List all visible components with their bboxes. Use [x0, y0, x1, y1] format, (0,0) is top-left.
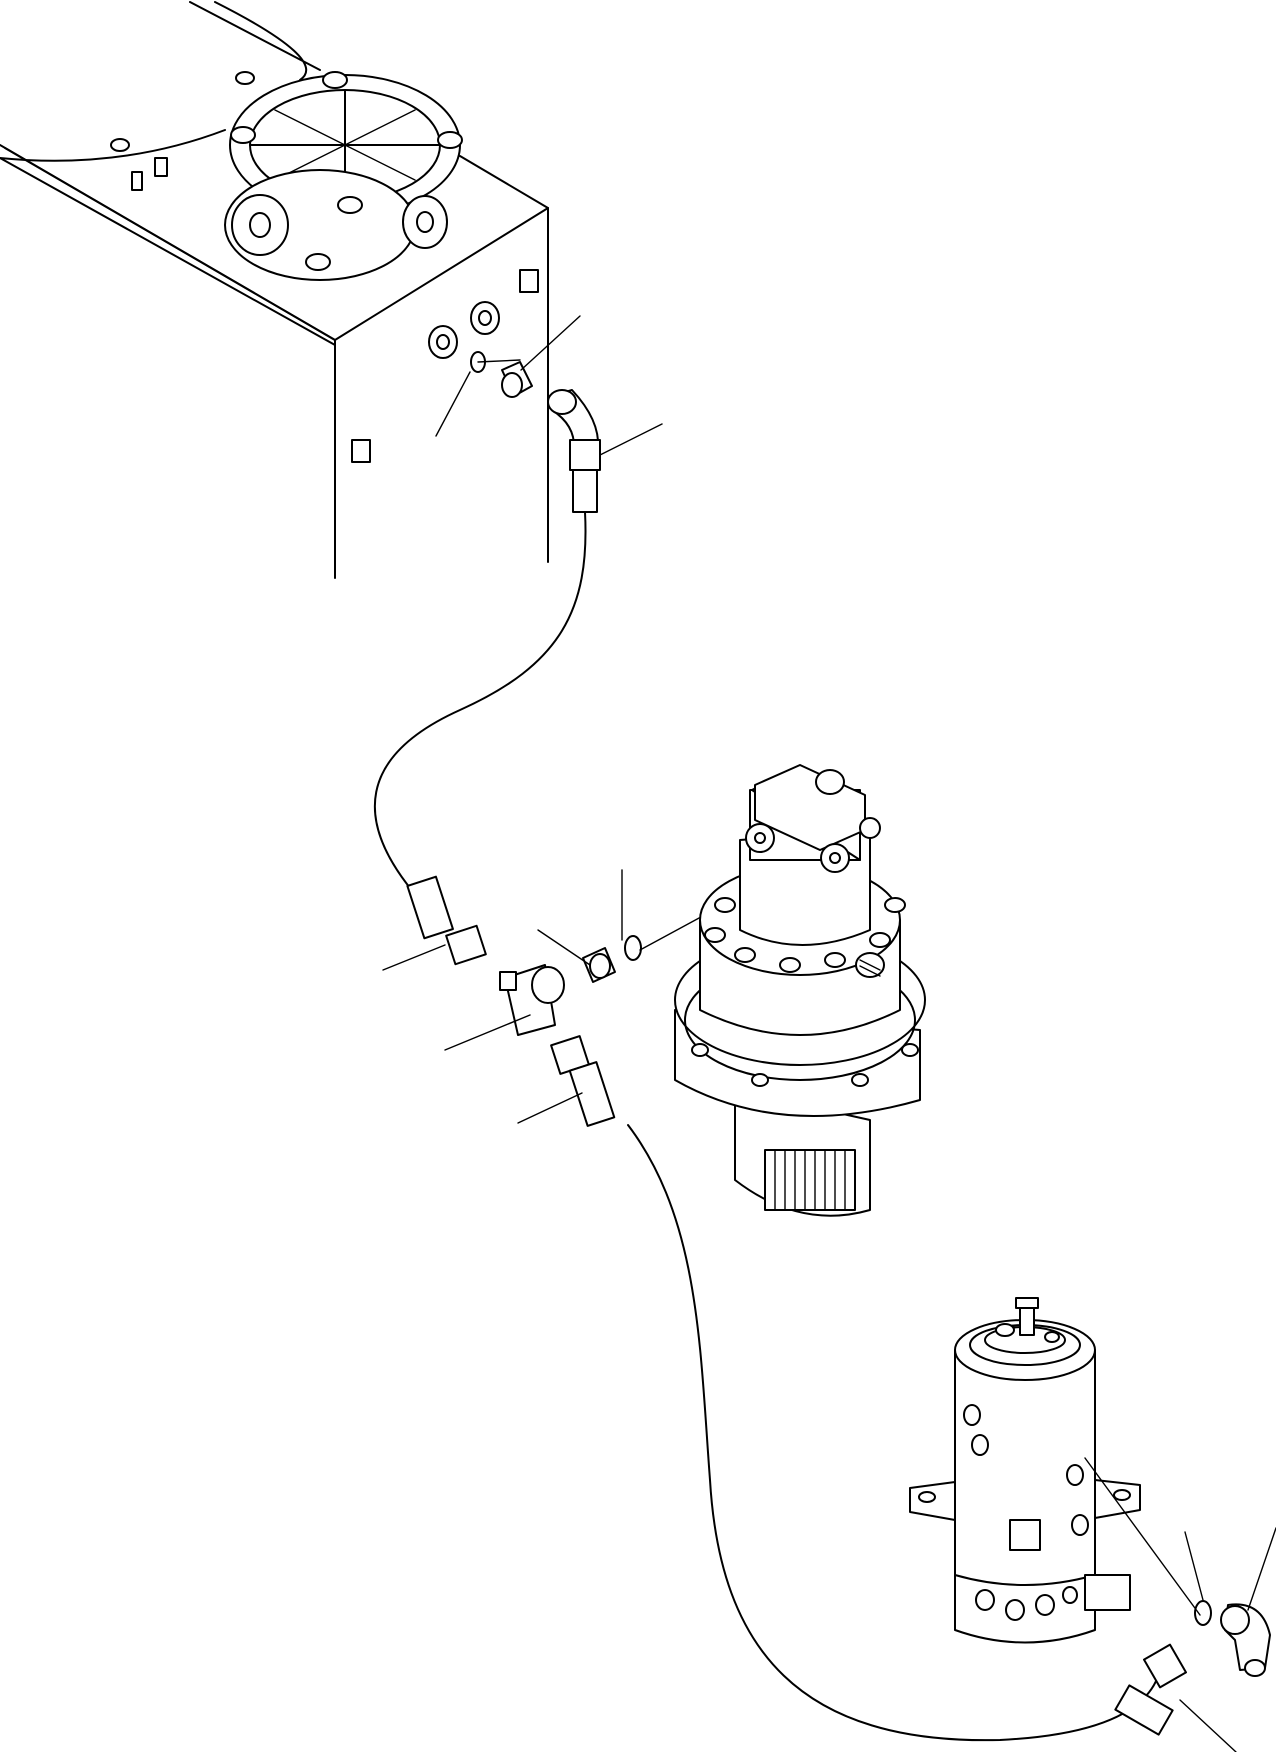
swing-motor-icon — [674, 764, 926, 1217]
bolt-icon — [691, 897, 919, 1087]
adapter-icon — [501, 361, 533, 398]
port-icon — [428, 301, 500, 359]
adapter-icon — [582, 947, 616, 983]
hose-line-lower — [627, 1124, 1161, 1742]
port-icon — [963, 1404, 1089, 1621]
hose-icon — [406, 875, 487, 966]
hydraulic-tank — [0, 1, 549, 579]
hose-icon — [550, 1035, 616, 1127]
swivel-joint-icon — [909, 1297, 1141, 1644]
shaft-icon — [764, 1149, 856, 1211]
hose-icon — [1114, 1643, 1187, 1736]
bolt-icon — [110, 71, 463, 271]
hose-icon — [569, 439, 601, 513]
tee-icon — [499, 964, 565, 1036]
elbow-icon — [1220, 1603, 1271, 1677]
hose-line-upper — [373, 511, 587, 901]
o-ring-icon — [1194, 1600, 1212, 1626]
o-ring-icon — [624, 935, 642, 961]
